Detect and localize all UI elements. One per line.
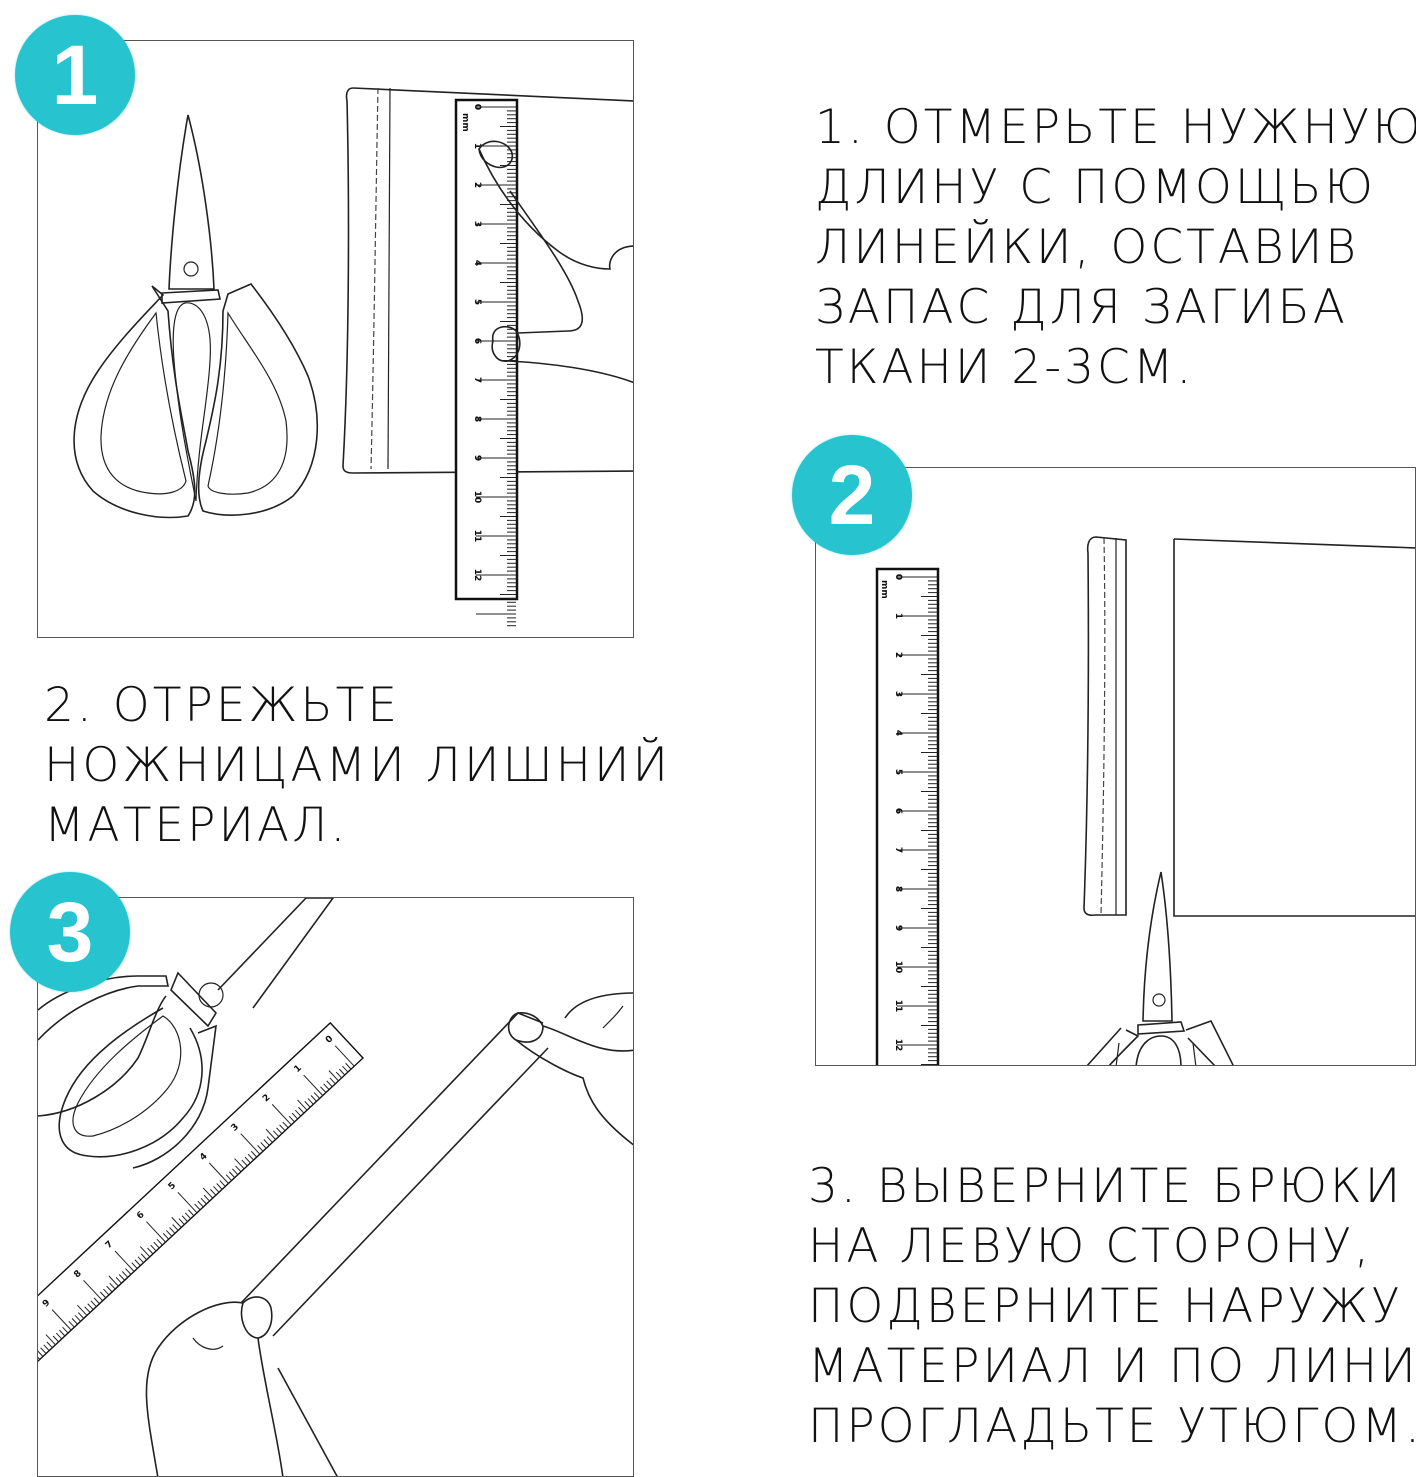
- svg-text:1: 1: [293, 1063, 304, 1075]
- step-2-line-2: НОЖНИЦАМИ ЛИШНИЙ: [44, 738, 671, 793]
- svg-text:6: 6: [135, 1210, 146, 1222]
- svg-text:9: 9: [472, 455, 482, 461]
- svg-text:2: 2: [472, 182, 482, 188]
- svg-text:10: 10: [472, 491, 482, 504]
- step-3-number: 3: [46, 885, 94, 979]
- step-1-line-1: 1. ОТМЕРЬТЕ НУЖНУЮ: [815, 100, 1416, 155]
- step-3-instruction: 3. ВЫВЕРНИТЕ БРЮКИ НА ЛЕВУЮ СТОРОНУ, ПОД…: [808, 1157, 1416, 1457]
- svg-text:0: 0: [324, 1034, 335, 1046]
- step-2-line-3: МАТЕРИАЛ.: [44, 798, 349, 853]
- step-3-line-2: НА ЛЕВУЮ СТОРОНУ,: [808, 1219, 1373, 1274]
- step-2-number-badge: 2: [792, 435, 912, 555]
- trouser-leg-icon: [1173, 538, 1415, 917]
- svg-text:9: 9: [893, 925, 903, 931]
- step-1-line-5: ТКАНИ 2-3см.: [815, 340, 1195, 395]
- scissors-icon: [1086, 871, 1234, 1065]
- svg-text:4: 4: [893, 730, 903, 736]
- scissors-icon: [38, 898, 334, 1169]
- svg-text:3: 3: [472, 221, 482, 227]
- svg-text:5: 5: [893, 769, 903, 775]
- svg-text:2: 2: [893, 652, 903, 658]
- hand-icon: [507, 992, 633, 1146]
- step-3-line-1: 3. ВЫВЕРНИТЕ БРЮКИ: [808, 1159, 1404, 1214]
- svg-text:12: 12: [472, 569, 482, 582]
- svg-text:1: 1: [893, 613, 903, 619]
- svg-text:0: 0: [893, 574, 903, 580]
- step-2-number: 2: [828, 448, 876, 542]
- svg-text:2: 2: [261, 1093, 272, 1105]
- svg-text:3: 3: [893, 691, 903, 697]
- step-3-line-3: ПОДВЕРНИТЕ НАРУЖУ: [808, 1279, 1403, 1334]
- svg-text:9: 9: [41, 1298, 52, 1310]
- step-1-number-badge: 1: [15, 15, 135, 135]
- svg-text:8: 8: [893, 886, 903, 892]
- hand-icon: [478, 140, 633, 384]
- step-3-line-5: ПРОГЛАДЬТЕ УТЮГОМ.: [808, 1399, 1416, 1454]
- svg-text:5: 5: [167, 1181, 178, 1193]
- ruler-unit-label: mm: [460, 113, 470, 132]
- svg-text:5: 5: [472, 299, 482, 305]
- step-3-line-4: МАТЕРИАЛ И ПО ЛИНИИ: [808, 1339, 1416, 1394]
- svg-text:7: 7: [104, 1239, 115, 1251]
- ruler-unit-label: mm: [879, 580, 889, 599]
- scissors-icon: [73, 114, 319, 519]
- folded-hem-band-icon: [240, 1012, 549, 1337]
- step-1-line-2: ДЛИНУ С ПОМОЩЬЮ: [815, 160, 1376, 215]
- cut-hem-strip-icon: [1083, 536, 1127, 917]
- svg-text:7: 7: [893, 847, 903, 853]
- trouser-leg-icon: [342, 87, 633, 474]
- svg-text:7: 7: [472, 377, 482, 383]
- step-2-line-1: 2. ОТРЕЖЬТЕ: [44, 678, 401, 733]
- svg-text:11: 11: [472, 530, 482, 543]
- step-3-number-badge: 3: [10, 872, 130, 992]
- svg-text:4: 4: [472, 260, 482, 266]
- svg-text:6: 6: [472, 338, 482, 344]
- svg-text:0: 0: [472, 104, 482, 110]
- svg-text:12: 12: [893, 1039, 903, 1052]
- svg-text:8: 8: [72, 1269, 83, 1281]
- svg-text:6: 6: [893, 808, 903, 814]
- svg-text:1: 1: [472, 143, 482, 149]
- step-1-line-3: ЛИНЕЙКИ, ОСТАВИВ: [815, 220, 1360, 275]
- svg-text:10: 10: [893, 961, 903, 974]
- svg-text:8: 8: [472, 416, 482, 422]
- svg-text:11: 11: [893, 1000, 903, 1013]
- svg-text:3: 3: [230, 1122, 241, 1134]
- svg-text:4: 4: [198, 1151, 209, 1163]
- step-1-line-4: ЗАПАС ДЛЯ ЗАГИБА: [815, 280, 1348, 335]
- step-2-instruction: 2. ОТРЕЖЬТЕ НОЖНИЦАМИ ЛИШНИЙ МАТЕРИАЛ.: [44, 676, 671, 856]
- step-1-number: 1: [51, 28, 99, 122]
- hand-icon: [145, 1296, 338, 1476]
- step-1-instruction: 1. ОТМЕРЬТЕ НУЖНУЮ ДЛИНУ С ПОМОЩЬЮ ЛИНЕЙ…: [815, 98, 1416, 398]
